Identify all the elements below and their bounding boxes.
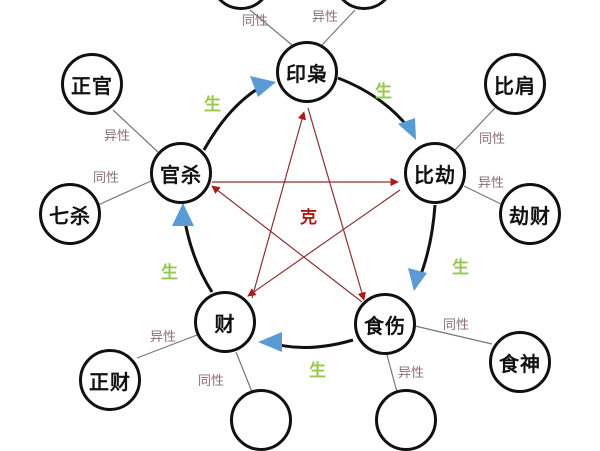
relation-label-qisha: 同性	[93, 171, 120, 186]
control-star	[211, 107, 401, 303]
node-bijie: 比劫	[404, 142, 466, 204]
node-shishang: 食伤	[354, 293, 416, 355]
control-label: 克	[300, 208, 317, 228]
relation-label-zhengcai: 异性	[150, 330, 177, 345]
generate-label-3: 生	[452, 258, 469, 278]
relation-label-bottom-right: 异性	[398, 366, 425, 381]
generate-label-5: 生	[161, 263, 178, 283]
generate-label-1: 生	[204, 95, 221, 115]
partial-node-bottom-right	[375, 389, 437, 451]
relation-label-top-right: 异性	[312, 10, 339, 25]
relation-label-jiecai: 异性	[478, 176, 505, 191]
relation-label-shishen: 同性	[443, 318, 470, 333]
relation-label-top-left: 同性	[242, 14, 269, 29]
node-guansha: 官杀	[150, 142, 212, 204]
node-shishen: 食神	[489, 331, 551, 393]
node-bijian: 比肩	[484, 53, 546, 115]
partial-node-bottom-left	[230, 389, 292, 451]
relation-label-zhengguan: 异性	[104, 129, 131, 144]
node-jiecai: 劫财	[499, 183, 561, 245]
diagram-canvas	[97, 9, 504, 393]
generate-label-2: 生	[375, 82, 392, 102]
relation-label-bottom-left: 同性	[198, 374, 225, 389]
relation-lines	[97, 9, 504, 393]
node-qisha: 七杀	[39, 183, 101, 245]
relation-label-bijian: 同性	[479, 132, 506, 147]
node-zhengguan: 正官	[61, 53, 123, 115]
node-zhengcai: 正财	[79, 349, 141, 411]
node-cai: 财	[194, 291, 256, 353]
generate-label-4: 生	[309, 361, 326, 381]
generate-arrowheads	[172, 76, 427, 352]
node-yinxiao: 印枭	[276, 41, 338, 103]
